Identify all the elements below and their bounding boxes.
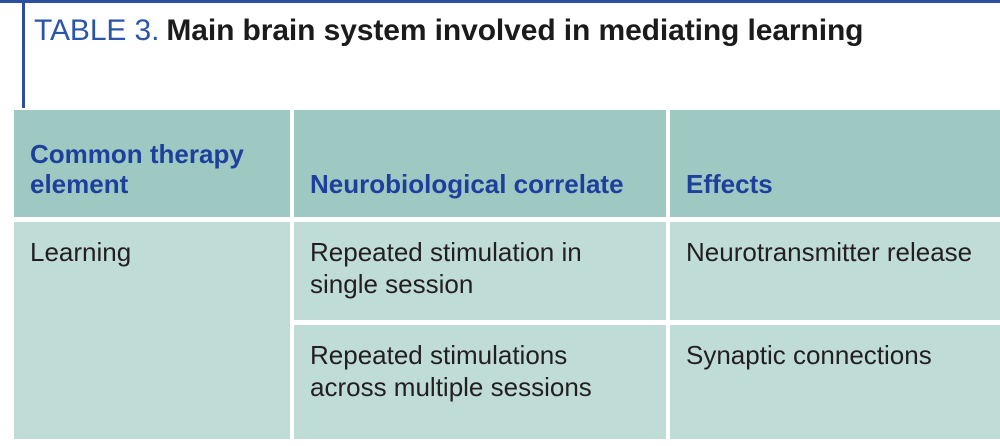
column-header-effects: Effects [670, 110, 1000, 217]
top-accent-rule [0, 0, 1000, 3]
column-header-label: Common therapy element [30, 139, 244, 199]
column-divider-1 [290, 110, 294, 217]
column-header-label: Effects [686, 169, 773, 199]
header-body-divider [14, 217, 1000, 222]
cell-value: Repeated stimulations across multiple se… [310, 340, 592, 402]
row-divider [14, 320, 1000, 325]
cell-value: Learning [30, 237, 132, 267]
table-number-label: TABLE 3. [34, 14, 160, 47]
cell-value: Repeated stimulation in single session [310, 237, 582, 299]
column-header-common-therapy-element: Common therapy element [14, 110, 290, 217]
cell-correlate: Repeated stimulation in single session [294, 222, 666, 320]
column-divider-1 [290, 325, 294, 439]
table-grid: Common therapy element Neurobiological c… [14, 110, 1000, 439]
cell-therapy-element [14, 325, 290, 439]
table-title-block: TABLE 3.Main brain system involved in me… [0, 3, 1000, 108]
title-left-accent-rule [22, 3, 25, 108]
column-divider-2 [666, 110, 670, 217]
cell-value: Synaptic connections [686, 340, 932, 370]
column-header-neurobiological-correlate: Neurobiological correlate [294, 110, 666, 217]
cell-value: Neurotransmitter release [686, 237, 973, 267]
column-divider-2 [666, 325, 670, 439]
table-header-row: Common therapy element Neurobiological c… [14, 110, 1000, 217]
cell-effect: Neurotransmitter release [670, 222, 1000, 320]
cell-therapy-element: Learning [14, 222, 290, 320]
column-header-label: Neurobiological correlate [310, 169, 624, 199]
table-row: Repeated stimulations across multiple se… [14, 325, 1000, 439]
table-title-text: Main brain system involved in mediating … [166, 14, 864, 47]
cell-correlate: Repeated stimulations across multiple se… [294, 325, 666, 439]
cell-effect: Synaptic connections [670, 325, 1000, 439]
column-divider-2 [666, 222, 670, 320]
table-row: Learning Repeated stimulation in single … [14, 222, 1000, 320]
column-divider-1 [290, 222, 294, 320]
page-title: TABLE 3.Main brain system involved in me… [34, 12, 894, 50]
